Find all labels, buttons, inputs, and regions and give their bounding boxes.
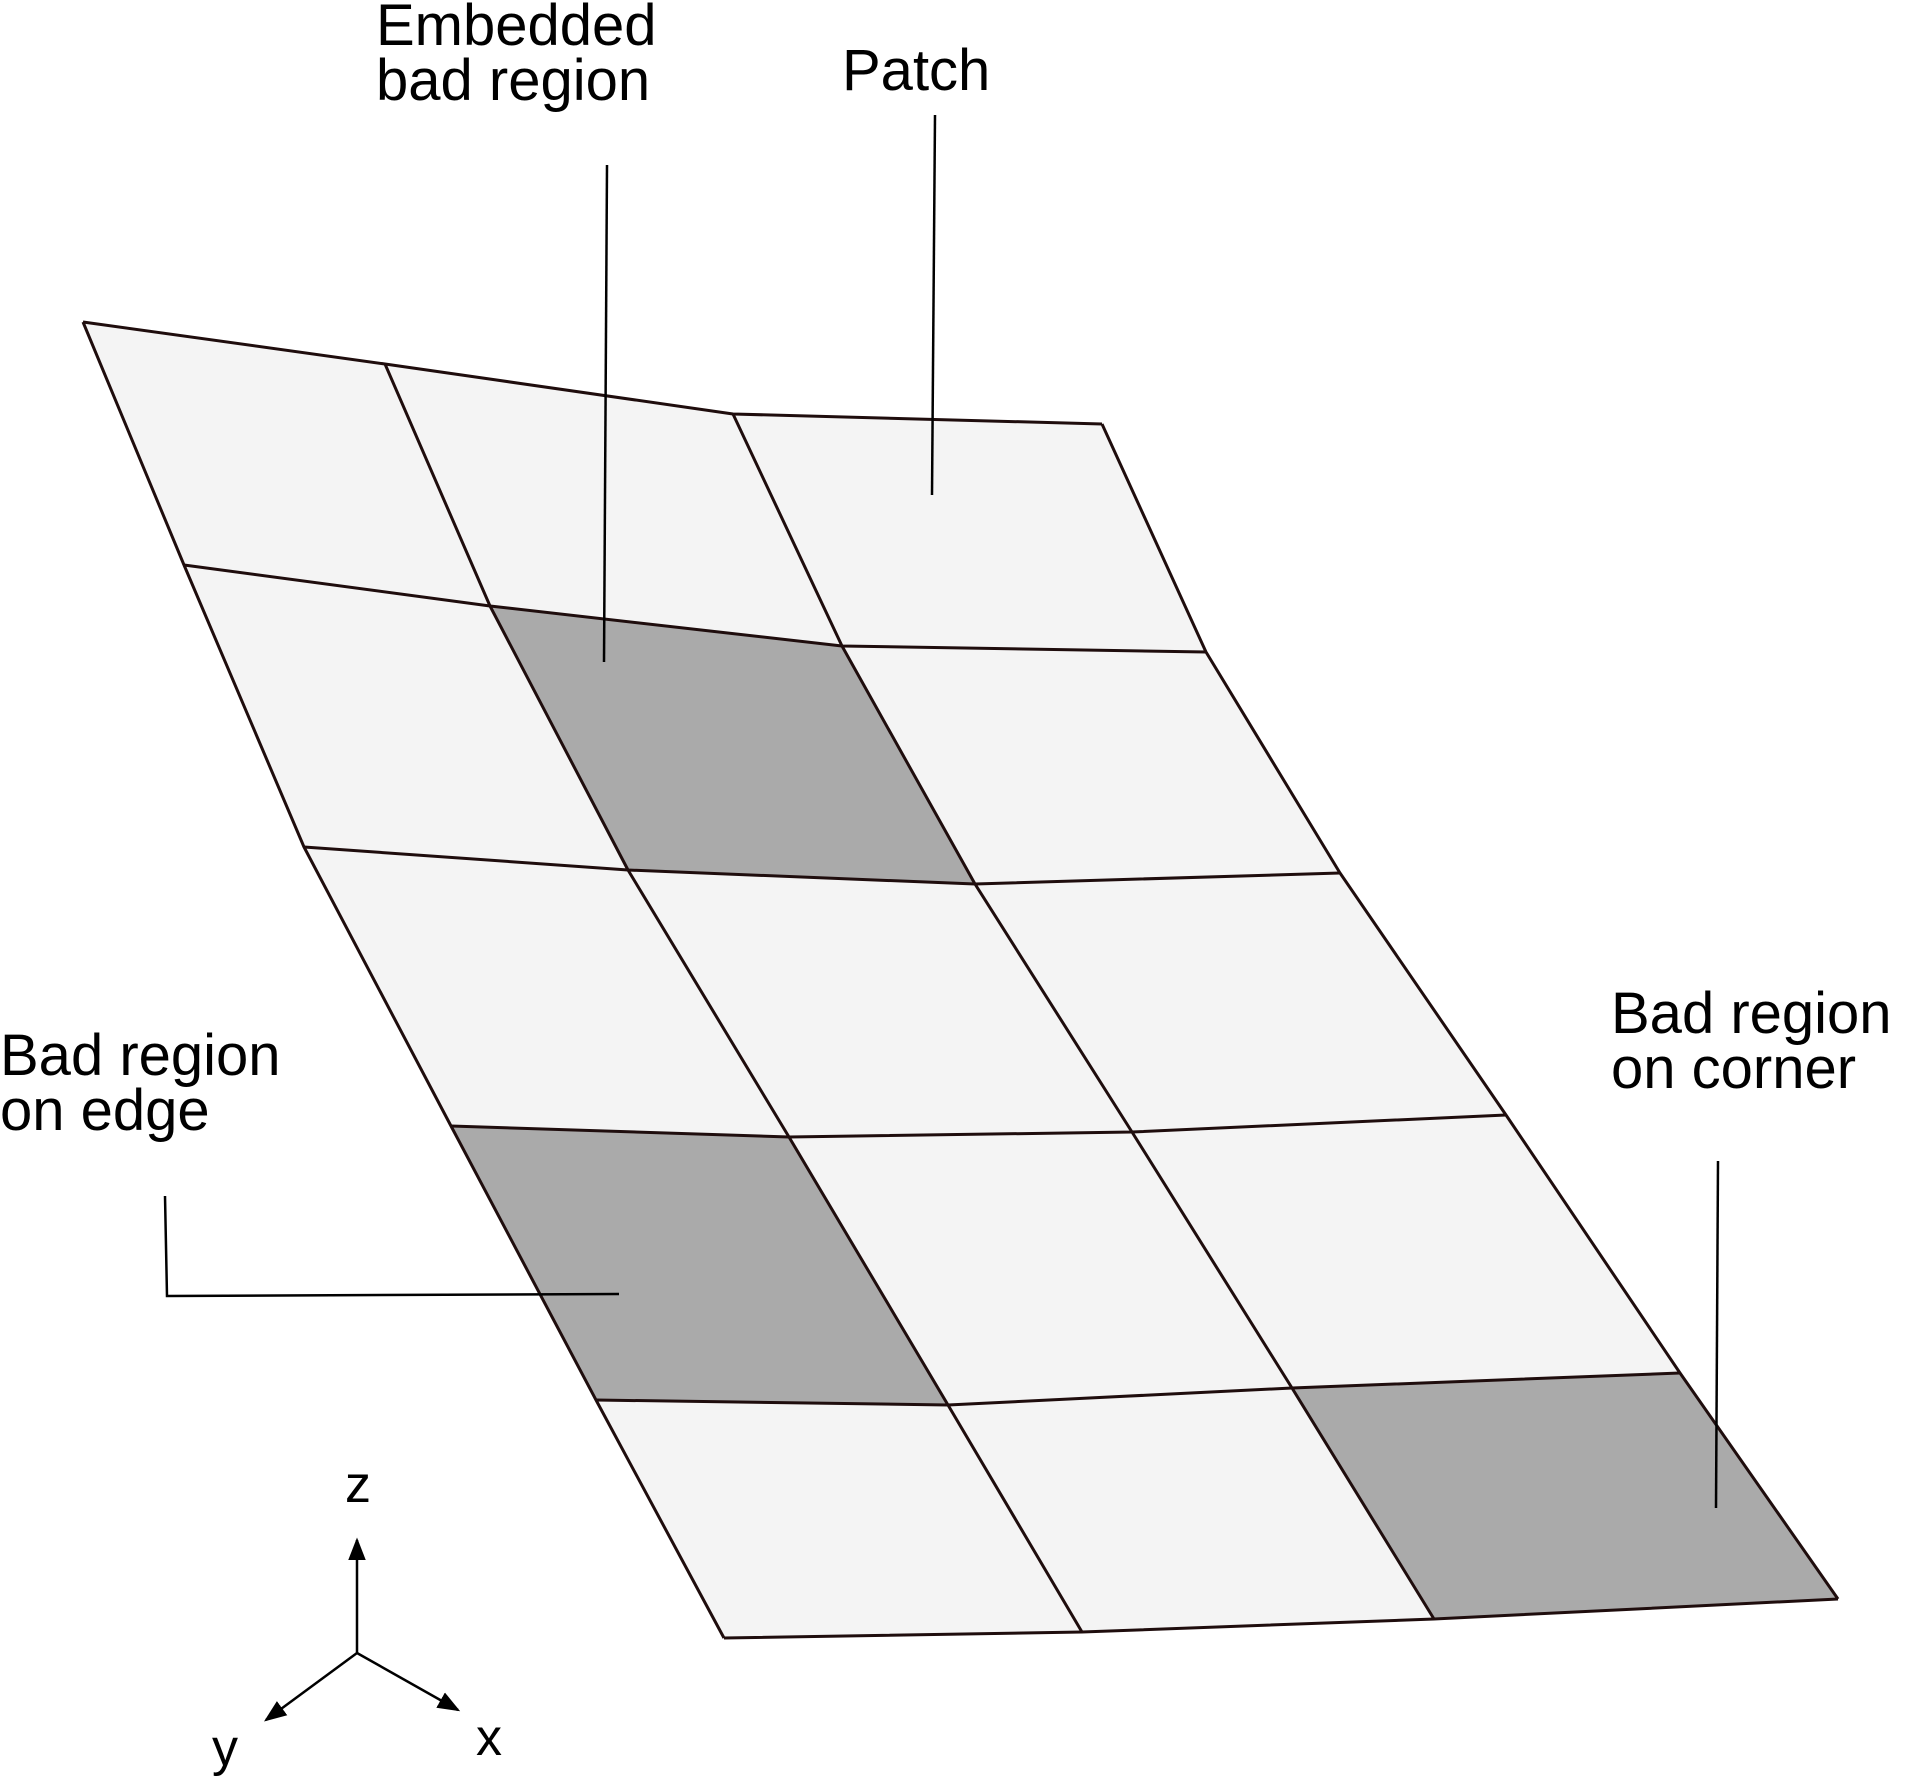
patch-leader	[930, 114, 937, 496]
z-axis-label: z	[345, 1456, 371, 1514]
grid-column-line	[731, 413, 1436, 1620]
bad-region-edge-label: Bad region on edge	[0, 1023, 297, 1143]
bad-region-cell	[490, 606, 975, 884]
patch-cell	[948, 1388, 1434, 1632]
surface-cells	[83, 322, 1838, 1638]
patch-label: Patch	[842, 38, 990, 103]
patch-cell	[304, 847, 789, 1137]
grid-row-line	[82, 320, 1103, 426]
grid-row-line	[723, 1597, 1839, 1640]
patch-cell	[628, 870, 1132, 1137]
patch-cell	[1132, 1115, 1680, 1388]
patch-cell	[733, 414, 1206, 652]
embedded-bad-region-label: Embedded bad region	[376, 0, 673, 113]
grid-column-line	[1100, 423, 1840, 1600]
grid-row-line	[595, 1371, 1681, 1407]
patch-cell	[184, 565, 628, 870]
surface-grid	[81, 320, 1840, 1640]
grid-row-line	[183, 563, 1207, 654]
grid-row-line	[450, 1113, 1507, 1139]
patch-cell	[842, 646, 1340, 884]
patch-cell	[975, 873, 1506, 1132]
x-axis-label: x	[476, 1709, 502, 1767]
coordinate-axes: z y x	[212, 1456, 502, 1777]
bad-region-corner-label: Bad region on corner	[1611, 981, 1908, 1101]
patch-cell	[789, 1132, 1292, 1405]
embedded-bad-region-leader	[602, 164, 609, 663]
patch-cell	[385, 364, 842, 646]
grid-column-line	[81, 321, 726, 1639]
y-axis	[263, 1651, 358, 1722]
grid-row-line	[303, 845, 1341, 886]
bad-region-cell	[1292, 1373, 1838, 1619]
y-axis-label: y	[212, 1719, 238, 1777]
bad-region-edge-leader	[163, 1195, 620, 1298]
grid-column-line	[383, 363, 1084, 1633]
x-axis	[356, 1651, 461, 1712]
patch-cell	[596, 1400, 1082, 1638]
bad-region-corner-leader	[1714, 1160, 1720, 1509]
patch-cell	[83, 322, 490, 606]
